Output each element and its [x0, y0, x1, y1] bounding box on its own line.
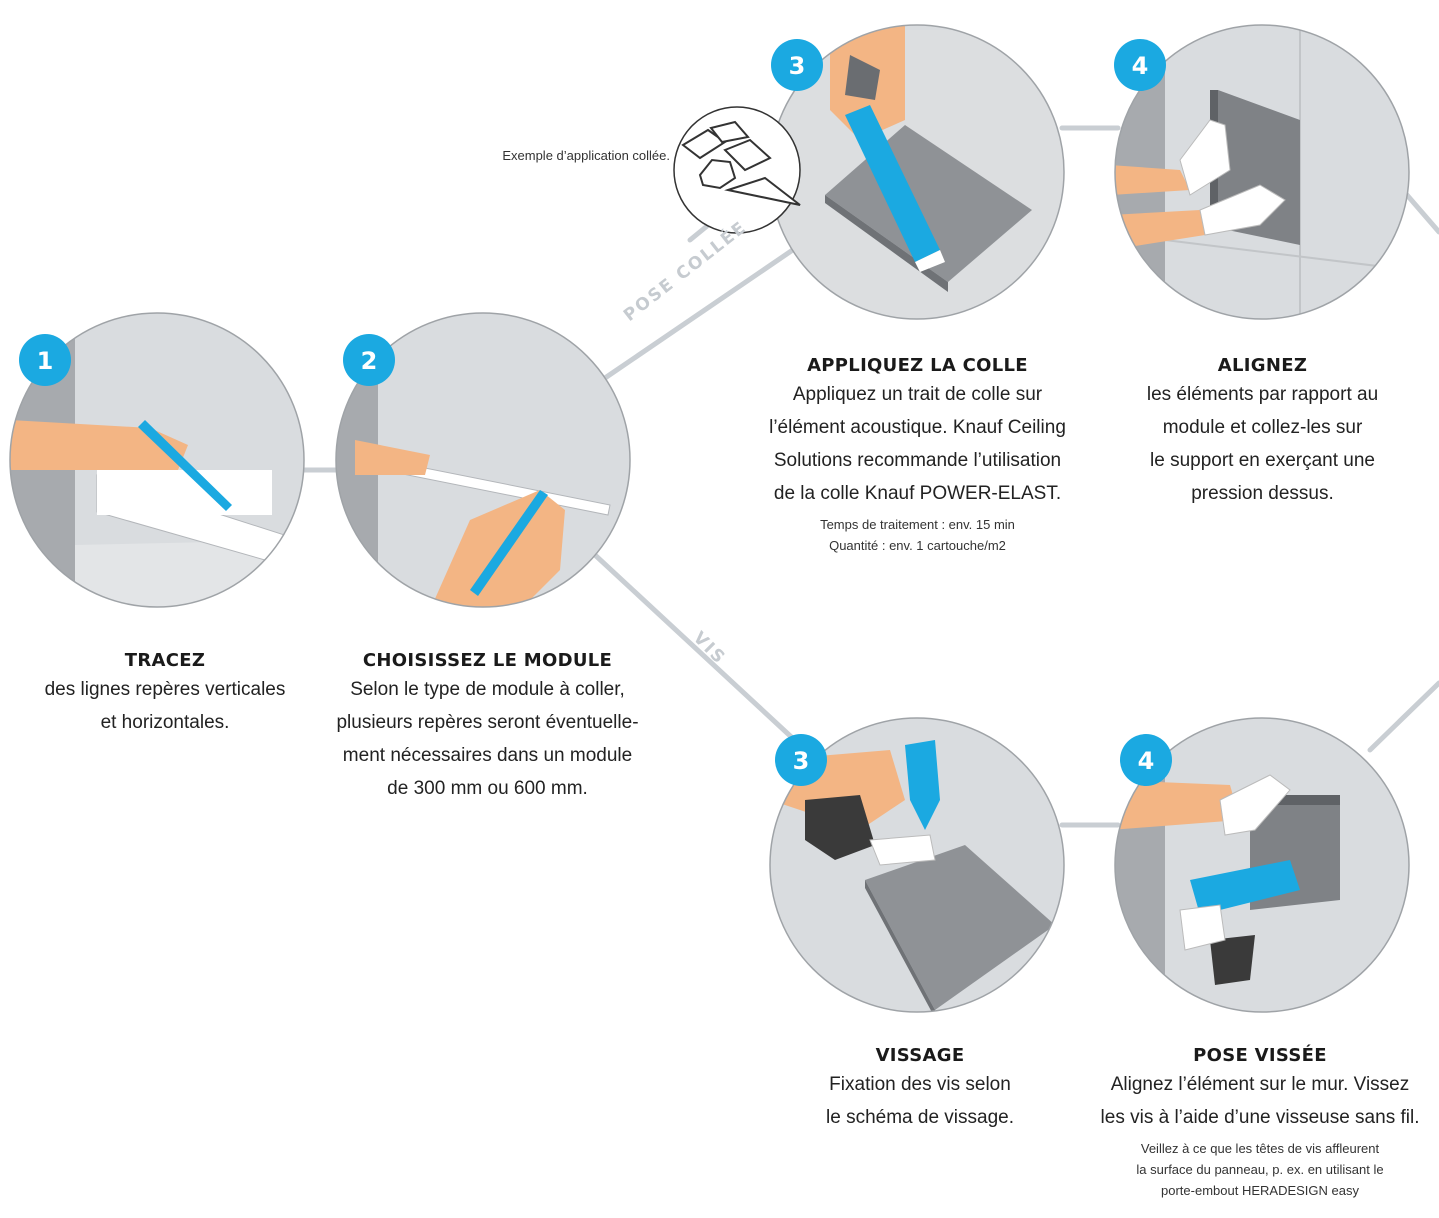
step-1-description: des lignes repères verticales et horizon…: [44, 679, 286, 733]
badge-3-glue: [771, 39, 823, 91]
step-4-glue-description: les éléments par rapport au module et co…: [1146, 384, 1379, 504]
step-3-glue-illustration: [770, 25, 1064, 319]
badge-2-label: 2: [361, 347, 378, 375]
step-1-title: TRACEZ: [124, 650, 206, 671]
step-3-screw-text: VISSAGE Fixation des vis selon le schéma…: [780, 1045, 1060, 1134]
step-4-screw-description: Alignez l’élément sur le mur. Vissez les…: [1100, 1074, 1420, 1128]
step-4-screw-title: POSE VISSÉE: [1193, 1045, 1327, 1066]
step-2-title: CHOISISSEZ LE MODULE: [362, 650, 613, 671]
badge-3-screw-label: 3: [793, 747, 810, 775]
step-3-glue-notes: Temps de traitement : env. 15 min Quanti…: [820, 517, 1015, 553]
badge-2: [343, 334, 395, 386]
step-2-description: Selon le type de module à coller, plusie…: [336, 679, 639, 799]
step-3-screw-illustration: [770, 718, 1064, 1012]
badge-4-screw: [1120, 734, 1172, 786]
example-inset: [673, 106, 801, 234]
badge-4-screw-label: 4: [1138, 747, 1155, 775]
step-4-screw-illustration: [1115, 718, 1409, 1012]
step-3-glue-description: Appliquez un trait de colle sur l’élémen…: [769, 384, 1066, 504]
step-badges: 1 2 3 4 3 4: [19, 39, 1172, 786]
step-4-glue-text: ALIGNEZ les éléments par rapport au modu…: [1100, 355, 1425, 510]
step-2-text: CHOISISSEZ LE MODULE Selon le type de mo…: [315, 650, 660, 805]
badge-4-glue-label: 4: [1132, 52, 1149, 80]
step-4-glue-title: ALIGNEZ: [1217, 355, 1308, 376]
badge-1: [19, 334, 71, 386]
step-3-glue-text: APPLIQUEZ LA COLLE Appliquez un trait de…: [720, 355, 1115, 556]
step-3-glue-title: APPLIQUEZ LA COLLE: [807, 355, 1028, 376]
example-caption: Exemple d’application collée.: [502, 148, 670, 163]
badge-3-glue-label: 3: [789, 52, 806, 80]
step-1-illustration: [10, 313, 304, 607]
step-4-screw-text: POSE VISSÉE Alignez l’élément sur le mur…: [1085, 1045, 1435, 1201]
step-3-screw-title: VISSAGE: [875, 1045, 965, 1066]
connector-lines: [297, 125, 1439, 828]
badge-4-glue: [1114, 39, 1166, 91]
step-4-screw-notes: Veillez à ce que les têtes de vis affleu…: [1136, 1141, 1384, 1198]
badge-3-screw: [775, 734, 827, 786]
step-3-screw-description: Fixation des vis selon le schéma de viss…: [826, 1074, 1014, 1128]
badge-1-label: 1: [37, 347, 54, 375]
step-1-text: TRACEZ des lignes repères verticales et …: [20, 650, 310, 739]
